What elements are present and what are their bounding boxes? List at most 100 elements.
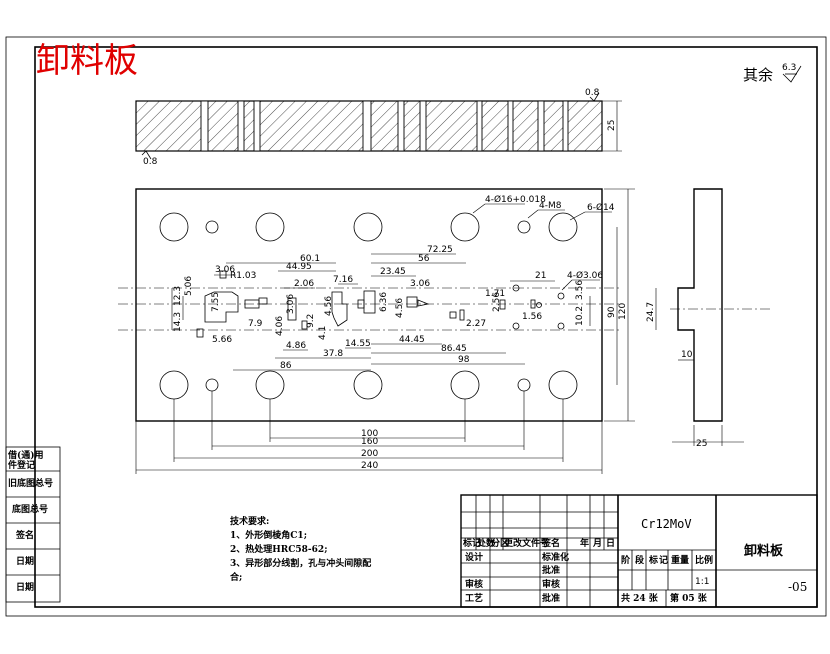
dim-21: 21 xyxy=(535,271,546,281)
section-thickness-dim: 25 xyxy=(607,120,617,131)
sheet-number: 第 05 张 xyxy=(670,592,708,604)
callout-guide-hole: 4-Ø16+0.018 xyxy=(485,194,546,205)
dim-1-56: 1.56 xyxy=(522,312,542,322)
dim-120: 120 xyxy=(618,303,628,320)
sheets-total: 共 24 张 xyxy=(621,592,659,604)
dim-2-27: 2.27 xyxy=(466,319,486,329)
plan-view-labels: 4-Ø16+0.018 4-M8 6-Ø14 4-Ø3.06 R1.03 5.6… xyxy=(173,194,656,471)
dim-4-56-a: 4.56 xyxy=(324,296,334,316)
strip-borrow: 借(通)用 xyxy=(7,449,44,461)
guide-hole xyxy=(255,212,285,242)
dim-37-8: 37.8 xyxy=(323,349,343,359)
callout-phi14: 6-Ø14 xyxy=(587,202,615,213)
rev-header: 签名 xyxy=(541,537,560,549)
role-review: 审核 xyxy=(465,578,483,590)
dim-23-45: 23.45 xyxy=(380,267,406,277)
role-design: 设计 xyxy=(465,551,483,563)
dim-56: 56 xyxy=(418,254,430,264)
tech-item: 2、热处理HRC58-62; xyxy=(230,543,328,555)
role-check: 审核 xyxy=(542,578,560,590)
guide-hole xyxy=(548,370,578,400)
dim-6-36: 6.36 xyxy=(379,292,389,312)
dim-width-240: 240 xyxy=(361,461,378,471)
rev-header: 处数 xyxy=(476,537,496,549)
dim-3-06-c: 3.06 xyxy=(286,294,296,314)
dim-14-3: 14.3 xyxy=(173,312,183,332)
outer-border xyxy=(5,36,827,617)
side-view: 10 25 xyxy=(670,188,770,449)
dim-width-200: 200 xyxy=(361,449,378,459)
stage-col: 比例 xyxy=(695,554,713,566)
section-view: 25 0.8 0.8 xyxy=(135,88,622,167)
plan-view xyxy=(118,188,657,474)
rev-header: 日 xyxy=(606,538,615,549)
dim-7-16: 7.16 xyxy=(333,275,353,285)
strip-register: 件登记 xyxy=(8,459,35,471)
dim-3-56: 3.56 xyxy=(575,280,585,300)
dim-7-55: 7.55 xyxy=(211,292,221,312)
dim-86: 86 xyxy=(280,361,292,371)
dim-44-45: 44.45 xyxy=(399,335,425,345)
dim-4-06: 4.06 xyxy=(275,316,285,336)
drawing-title: 卸料板 xyxy=(36,41,138,81)
strip-date-2: 日期 xyxy=(16,581,34,593)
guide-hole xyxy=(353,370,383,400)
role-approve: 批准 xyxy=(542,564,560,576)
dim-24-7: 24.7 xyxy=(646,302,656,322)
side-thickness-dim: 25 xyxy=(696,439,707,449)
strip-drawing-no: 底图总号 xyxy=(12,503,48,515)
dim-4-56-b: 4.56 xyxy=(395,298,405,318)
strip-date-1: 日期 xyxy=(16,555,34,567)
dim-44-95: 44.95 xyxy=(286,262,312,272)
drawing-number: -05 xyxy=(788,580,807,594)
left-strip: 借(通)用 件登记 旧底图总号 底图总号 签名 日期 日期 xyxy=(5,446,61,603)
strip-signature: 签名 xyxy=(15,529,34,541)
tech-requirements: 技术要求: 1、外形倒棱角C1; 2、热处理HRC58-62; 3、异形部分线割… xyxy=(230,515,371,583)
stage-col: 记 xyxy=(659,554,668,566)
scale: 1:1 xyxy=(695,577,709,587)
stage-col: 段 xyxy=(635,554,645,566)
guide-hole xyxy=(548,212,578,242)
inner-border xyxy=(34,46,818,608)
guide-hole xyxy=(450,212,480,242)
dim-7-9: 7.9 xyxy=(248,319,263,329)
part-name: 卸料板 xyxy=(744,543,784,559)
dim-5-06: 5.06 xyxy=(184,276,194,296)
dim-3-06-b: 3.06 xyxy=(410,279,430,289)
stage-col: 阶 xyxy=(621,554,631,566)
tech-item: 合; xyxy=(230,571,242,583)
tech-item: 3、异形部分线割，孔与冲头间隙配 xyxy=(230,557,371,569)
dim-2-56: 2.56 xyxy=(492,292,502,312)
dim-4-1: 4.1 xyxy=(318,326,328,340)
stage-col: 标 xyxy=(648,554,658,566)
dim-2-06: 2.06 xyxy=(294,279,314,289)
dim-3-06-a: 3.06 xyxy=(215,265,235,275)
guide-hole xyxy=(159,212,189,242)
guide-hole xyxy=(450,370,480,400)
strip-old-drawing-no: 旧底图总号 xyxy=(8,477,53,489)
dim-98: 98 xyxy=(458,355,470,365)
rev-header: 标记 xyxy=(462,537,481,549)
callout-566: 5.66 xyxy=(212,335,232,345)
role-ratify: 批准 xyxy=(542,592,560,604)
dim-4-86: 4.86 xyxy=(286,341,306,351)
callout-phi3: 4-Ø3.06 xyxy=(567,270,603,281)
rev-header: 月 xyxy=(592,538,602,549)
dim-10-2: 10.2 xyxy=(575,306,585,326)
dim-9-2: 9.2 xyxy=(306,314,316,328)
guide-hole xyxy=(255,370,285,400)
dim-12-3: 12.3 xyxy=(173,286,183,306)
role-standard: 标准化 xyxy=(541,551,569,563)
side-step-dim: 10 xyxy=(681,350,693,360)
material: Cr12MoV xyxy=(641,517,692,531)
stage-col: 重量 xyxy=(671,554,689,566)
dim-72-25: 72.25 xyxy=(427,245,453,255)
surface-finish-label: 其余 xyxy=(743,66,773,84)
dim-14-55: 14.55 xyxy=(345,339,371,349)
callout-m8: 4-M8 xyxy=(539,201,562,211)
dim-width-100: 100 xyxy=(361,429,378,439)
dim-width-160: 160 xyxy=(361,437,378,447)
surface-finish-value: 6.3 xyxy=(782,63,796,73)
surface-finish-symbol: 其余 6.3 xyxy=(743,63,802,84)
